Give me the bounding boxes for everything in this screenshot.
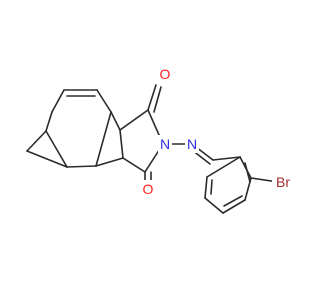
atom-labels: O O N N Br	[141, 65, 294, 198]
bond	[204, 176, 208, 199]
bond	[153, 86, 162, 113]
oxygen-bottom-label: O	[143, 181, 154, 197]
bond	[26, 150, 68, 168]
bond	[45, 111, 53, 132]
bond	[212, 156, 241, 161]
nitrogen-imine-label: N	[187, 136, 197, 152]
bond	[222, 199, 246, 214]
bond	[223, 195, 243, 207]
nitrogen-imide-label: N	[160, 136, 170, 152]
bond	[204, 197, 224, 214]
atom-background	[158, 135, 172, 153]
atom-background	[272, 173, 294, 191]
bond	[119, 129, 124, 159]
bond	[45, 130, 68, 168]
oxygen-top-label: O	[160, 66, 171, 82]
bond	[147, 84, 157, 111]
bond	[96, 89, 112, 113]
bond	[66, 165, 97, 168]
oxygen-top-atom: O	[158, 65, 172, 83]
bromine-atom: Br	[272, 173, 294, 191]
oxygen-bottom-atom: O	[141, 180, 155, 198]
structure-drawing: O O N N Br	[26, 65, 294, 214]
bond	[110, 111, 121, 131]
bond	[210, 179, 213, 195]
bond	[244, 162, 251, 183]
atom-background	[158, 65, 172, 83]
molecule-diagram: O O N N Br	[26, 65, 294, 214]
bond	[51, 89, 65, 113]
bond	[122, 157, 146, 173]
bromine-label: Br	[276, 174, 290, 190]
bond	[119, 109, 149, 131]
atom-background	[141, 180, 155, 198]
nitrogen-imine-atom: N	[185, 135, 199, 153]
bond	[26, 130, 47, 152]
bonds	[26, 84, 279, 214]
nitrogen-imide-atom: N	[158, 135, 172, 153]
bond	[206, 156, 241, 178]
bond	[95, 111, 112, 167]
atom-background	[185, 135, 199, 153]
bond	[95, 157, 124, 167]
